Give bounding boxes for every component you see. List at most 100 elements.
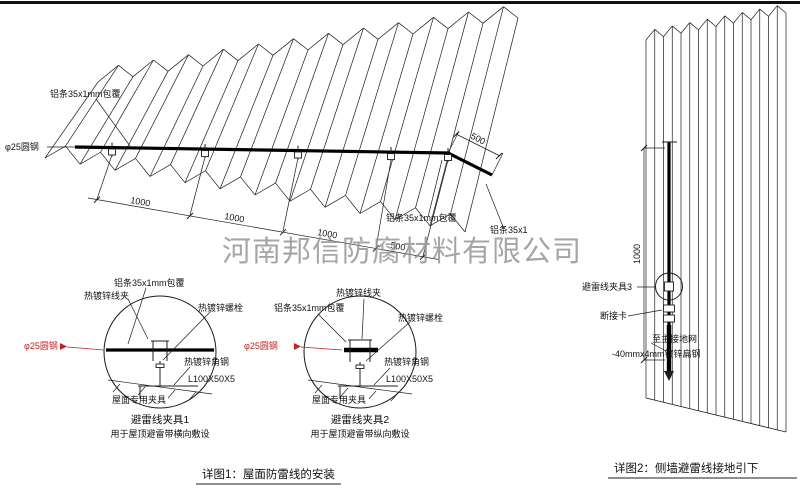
hatch-line: [167, 389, 176, 399]
corrugation-line: [724, 15, 734, 24]
wire-clamp-symbol: [294, 145, 302, 160]
dim-tick: [186, 212, 194, 220]
corrugation-line: [100, 152, 116, 171]
dimension-line: [87, 197, 439, 260]
corrugation-line: [254, 49, 309, 196]
leader-line: [95, 98, 131, 147]
extension-line: [375, 159, 392, 249]
detail2-label-angle-steel: 热镀锌角钢: [384, 356, 429, 367]
corrugation-line: [412, 17, 434, 35]
label-flat-steel: -40mmx4mm镀锌扁钢: [612, 348, 701, 359]
corrugation-line: [680, 22, 691, 34]
detail2-label-wire-clip: 热镀锌线夹: [336, 287, 381, 298]
corrugation-line: [202, 49, 224, 67]
detail1-label-wire-clip: 热镀锌线夹: [84, 290, 129, 301]
extension-line: [282, 157, 299, 232]
corrugation-line: [468, 11, 484, 24]
dim-label-1000-1: 1000: [130, 195, 151, 208]
corrugation-line: [707, 18, 717, 27]
corrugation-line: [482, 6, 504, 24]
extension-line: [96, 154, 113, 200]
dim-label-1000-wall: 1000: [632, 244, 642, 264]
wall-bottom-edge: [645, 397, 787, 433]
corrugation-line: [188, 54, 204, 67]
corrugation-line: [44, 145, 66, 159]
hatch-line: [314, 384, 323, 394]
corrugation-line: [184, 60, 239, 183]
label-round-steel-roof: φ25圆钢: [5, 141, 39, 152]
disconnect-link-plate: [663, 314, 675, 323]
roof-surface-line: [307, 379, 413, 395]
label-to-ground-grid: 至主接地网: [652, 333, 697, 344]
hatch-line: [188, 391, 197, 401]
hatch-line: [390, 392, 399, 402]
dim-label-1000-3: 1000: [317, 227, 338, 240]
corrugation-line: [65, 65, 119, 147]
corrugation-line: [184, 170, 206, 183]
corrugation-line: [114, 71, 169, 171]
clamp-detail-marker: [655, 272, 683, 301]
detail1-label-al-strip: 铝条35x1mm包覆: [114, 277, 185, 288]
corrugation-line: [415, 207, 431, 227]
detail2-label-bolt: 热镀锌螺栓: [398, 312, 443, 323]
corrugation-line: [272, 38, 294, 56]
leader-line: [373, 367, 391, 386]
corrugation-line: [359, 201, 381, 214]
leader-line: [427, 159, 443, 218]
leader-line: [361, 298, 365, 340]
corrugation-line: [205, 43, 259, 171]
corrugation-line: [715, 15, 726, 27]
corrugation-line: [363, 27, 379, 40]
detail-view-clamp1: 铝条35x1mm包覆 热镀锌线夹 热镀锌螺栓 φ25圆钢 热镀锌角钢 L100X…: [24, 277, 243, 439]
corrugation-line: [237, 43, 259, 61]
corrugation-line: [240, 176, 256, 196]
corrugation-line: [324, 39, 379, 208]
label-disconnect-link: 断接卡: [600, 310, 627, 321]
roof-axonometric-view: 1000 1000 1000 500 500 铝条35x1mm包覆 φ25圆钢 …: [5, 6, 528, 261]
dim-label-1000-2: 1000: [224, 211, 245, 224]
wall-clamp-body: [664, 281, 674, 292]
dim-tick: [640, 356, 648, 364]
wire-clamp-symbol: [201, 144, 209, 158]
wire-clamp-symbol: [108, 142, 116, 157]
extension-line: [189, 156, 206, 216]
detail-circle: [103, 295, 217, 409]
company-watermark: 河南邦信防腐材料有限公司: [222, 235, 582, 268]
detail2-subtitle: 用于屋顶避雷带纵向敷设: [310, 428, 409, 439]
red-arrow-icon: [294, 343, 301, 350]
leader-line: [365, 321, 411, 362]
corrugation-line: [464, 17, 519, 233]
corrugation-line: [359, 33, 414, 214]
leader-line: [66, 346, 105, 351]
corrugation-line: [100, 59, 154, 153]
corrugation-line: [433, 17, 449, 29]
corrugation-line: [289, 188, 311, 202]
corrugation-line: [219, 55, 274, 189]
corrugation-line: [170, 164, 186, 183]
corrugation-line: [429, 213, 451, 227]
corrugation-line: [394, 28, 449, 220]
detail1-title: 避雷线夹具1: [131, 413, 189, 426]
corrugation-line: [307, 33, 329, 51]
dim-tick: [372, 245, 380, 252]
corrugation-line: [149, 65, 204, 177]
dimension-line: [455, 133, 501, 157]
corrugation-line: [328, 33, 344, 45]
detail1-label-angle-steel: 热镀锌角钢: [184, 356, 229, 367]
corrugation-line: [289, 44, 344, 202]
disconnect-link-plate: [663, 304, 675, 313]
corrugation-line: [698, 18, 708, 31]
roof-surface-line: [107, 379, 213, 395]
corrugation-line: [310, 27, 364, 190]
wire-clamp-symbol: [387, 147, 395, 161]
detail2-label-roof-fixture: 屋面专用夹具: [312, 394, 366, 405]
corrugation-line: [65, 145, 81, 165]
hatch-line: [137, 386, 146, 396]
corrugation-line: [672, 25, 682, 34]
corrugation-line: [503, 6, 519, 19]
corrugation-line: [275, 182, 291, 202]
corrugation-line: [132, 59, 154, 77]
leader-line: [627, 309, 663, 317]
detail1-subtitle: 用于屋顶避雷带横向敷设: [110, 428, 209, 439]
corrugation-line: [219, 176, 241, 190]
